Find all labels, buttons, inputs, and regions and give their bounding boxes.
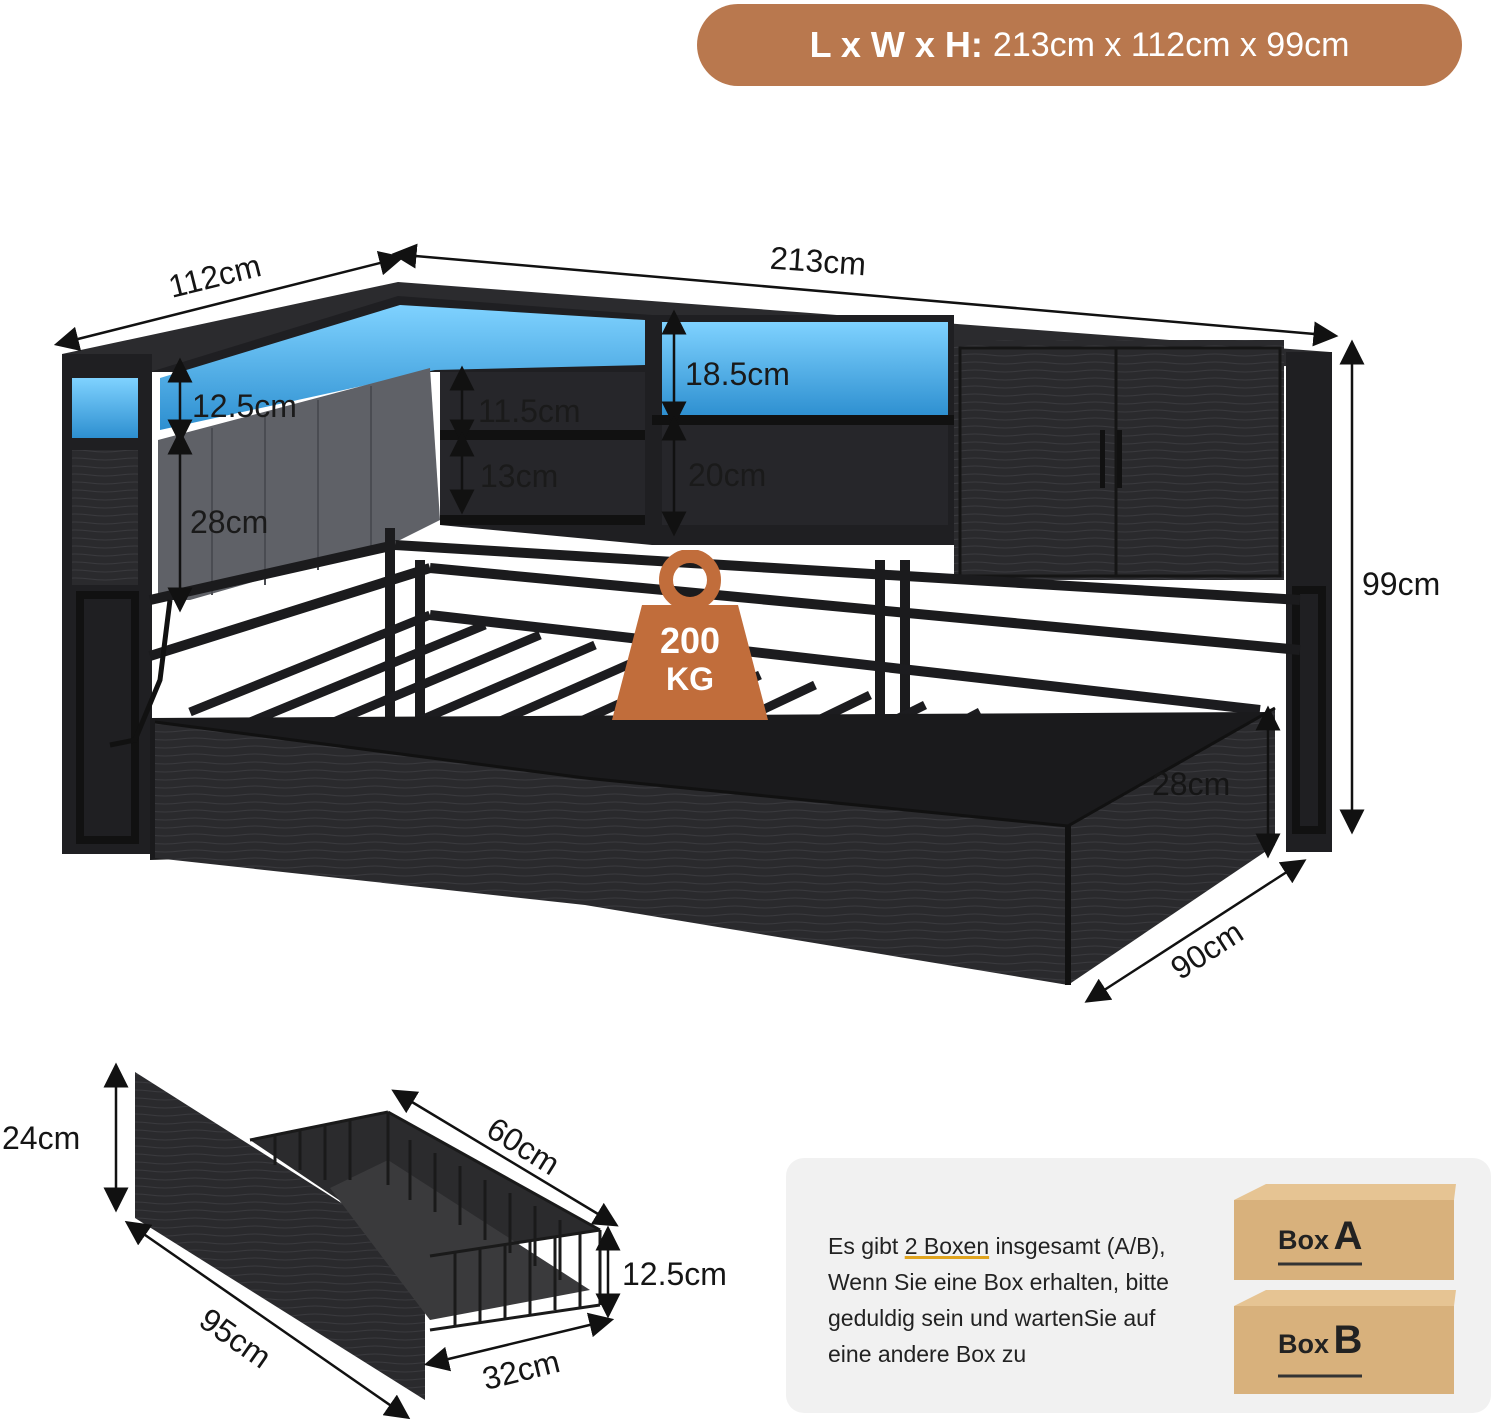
dimensions-value: 213cm x 112cm x 99cm: [992, 25, 1350, 64]
drawer-inner-height-label: 12.5cm: [622, 1256, 727, 1292]
box-a-word: Box: [1278, 1225, 1330, 1255]
upper-shelf-label: 18.5cm: [685, 356, 790, 392]
info-text: Es gibt 2 Boxen insgesamt (A/B), Wenn Si…: [828, 1228, 1228, 1372]
weight-unit: KG: [666, 661, 714, 697]
length-label: 213cm: [768, 239, 868, 283]
info-line-4: eine andere Box zu: [828, 1341, 1027, 1367]
dimension-arrows: [53, 243, 1365, 1003]
drawer-height-label: 24cm: [2, 1120, 81, 1156]
weight-icon: [612, 550, 768, 720]
bed-base-drawers: [150, 706, 1276, 985]
box-b-label: Box B: [1278, 1318, 1362, 1363]
headboard-height-label: 28cm: [190, 504, 269, 540]
weight-value: 200: [659, 620, 721, 661]
dimensions-banner: L x W x H: 213cm x 112cm x 99cm: [697, 4, 1462, 86]
cabinet: [954, 340, 1332, 852]
small-shelf-lower-label: 13cm: [480, 458, 559, 494]
upholstered-headboard: [158, 368, 440, 600]
info-line-1-start: Es gibt: [828, 1233, 899, 1259]
info-line-1-end: insgesamt (A/B),: [995, 1233, 1166, 1259]
box-b-icon: [1234, 1290, 1456, 1394]
lower-shelf-label: 20cm: [688, 457, 767, 493]
top-shelf-height-label: 12.5cm: [192, 388, 297, 424]
side-height-label: 28cm: [1152, 766, 1231, 802]
info-line-2: Wenn Sie eine Box erhalten, bitte: [828, 1269, 1169, 1295]
info-line-1: Es gibt 2 Boxen insgesamt (A/B),: [828, 1228, 1228, 1264]
height-label: 99cm: [1362, 566, 1441, 602]
box-a-label: Box A: [1278, 1214, 1362, 1259]
drawer-dimension-arrows: [103, 1062, 621, 1420]
left-shelf-unit: [62, 354, 152, 854]
box-a-letter: A: [1333, 1214, 1363, 1258]
info-line-3: geduldig sein und wartenSie auf: [828, 1305, 1156, 1331]
box-a-icon: [1234, 1184, 1456, 1280]
weight-label: 200 KG: [612, 622, 768, 698]
small-shelf-upper-label: 11.5cm: [478, 393, 581, 429]
box-b-word: Box: [1278, 1329, 1330, 1359]
dimensions-label: L x W x H:: [809, 24, 983, 65]
power-cable: [109, 599, 173, 748]
info-line-1-highlight: 2 Boxen: [904, 1233, 990, 1259]
package-boxes: [1234, 1184, 1456, 1394]
box-b-letter: B: [1333, 1318, 1363, 1362]
